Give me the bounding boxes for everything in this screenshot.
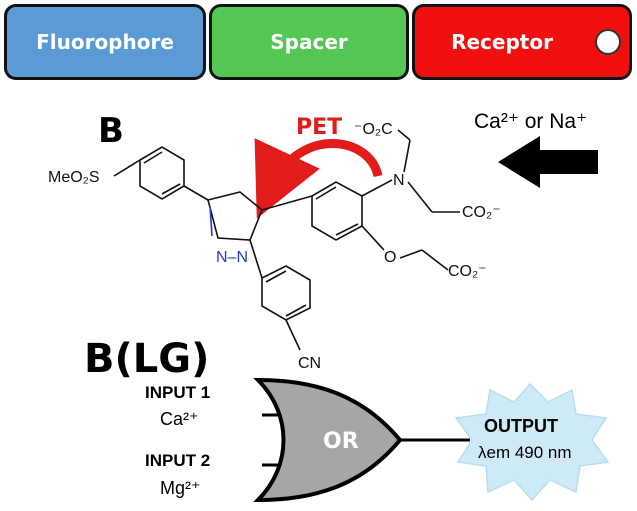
spacer-label: Spacer xyxy=(270,30,348,54)
input1-title: INPUT 1 xyxy=(145,383,210,402)
input2-title: INPUT 2 xyxy=(145,451,210,470)
ether-oxygen: O xyxy=(384,249,396,266)
cyano-group: CN xyxy=(298,355,321,372)
output-burst xyxy=(454,382,610,502)
or-gate xyxy=(253,377,403,503)
or-gate-label: OR xyxy=(323,429,359,454)
input2-value: Mg²⁺ xyxy=(160,478,201,498)
molecule-labels: MeO₂S N–N N O CN ⁻O₂C CO₂⁻ CO₂⁻ xyxy=(48,121,501,372)
fluorophore-label: Fluorophore xyxy=(36,30,174,54)
pet-arrow xyxy=(254,138,383,219)
ion-label: Ca²⁺ or Na⁺ xyxy=(474,110,587,133)
molecule-structure xyxy=(113,129,460,351)
output-value: λem 490 nm xyxy=(478,443,572,462)
mesyl-group: MeO₂S xyxy=(48,169,100,186)
panel-lg-label: B(LG) xyxy=(84,336,209,382)
carboxylate-top: ⁻O₂C xyxy=(354,121,393,138)
receptor-label: Receptor xyxy=(451,30,553,54)
carboxylate-bottom: CO₂⁻ xyxy=(448,263,487,280)
input1-value: Ca²⁺ xyxy=(160,409,199,429)
output-title: OUTPUT xyxy=(484,416,558,436)
receptor-block: Receptor xyxy=(412,4,632,80)
fluorophore-block: Fluorophore xyxy=(4,4,206,80)
binding-arrow xyxy=(498,136,598,188)
panel-b-label: B xyxy=(98,111,124,151)
amine-nitrogen: N xyxy=(393,172,405,189)
pyrazoline-nitrogens: N–N xyxy=(216,249,248,266)
pet-label: PET xyxy=(296,115,342,140)
receptor-binding-site-icon xyxy=(595,29,621,55)
spacer-block: Spacer xyxy=(209,4,409,80)
carboxylate-right: CO₂⁻ xyxy=(462,204,501,221)
